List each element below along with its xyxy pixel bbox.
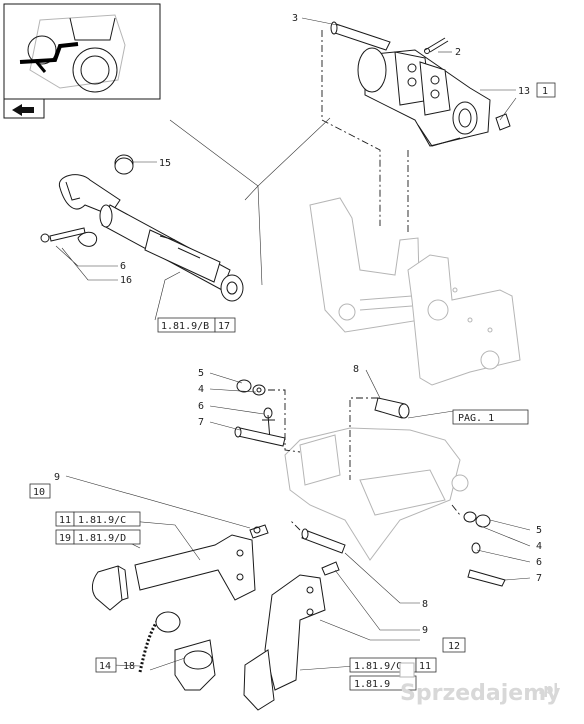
pin-8-lower: [301, 528, 346, 554]
ref-box-2[interactable]: 17: [218, 321, 230, 332]
upper-link-bracket: [357, 47, 491, 147]
callout-6a: 6: [120, 261, 126, 272]
callout-6c: 6: [536, 557, 542, 568]
callout-3: 3: [292, 13, 298, 24]
callout-18: 18: [123, 661, 135, 672]
ref-box-5[interactable]: 1.81.9/C: [354, 661, 402, 672]
callout-19: 19: [59, 533, 71, 544]
ref-box-6[interactable]: 1.81.9: [354, 679, 390, 690]
callout-15: 15: [159, 158, 171, 169]
assembly-line-left: [321, 30, 381, 226]
ref-box-1[interactable]: 1.81.9/B: [161, 321, 209, 332]
callout-16: 16: [120, 275, 132, 286]
lower-hook-left: [91, 534, 256, 611]
callout-2: 2: [455, 47, 461, 58]
bushing-13: [495, 113, 511, 131]
callout-9b: 9: [422, 625, 428, 636]
drawbar-frame: [284, 427, 469, 561]
callout-6b: 6: [198, 401, 204, 412]
watermark: Sprzedajemy .pl: [399, 662, 561, 706]
pin-9-left: [249, 524, 269, 539]
chain-latch-assembly: [138, 611, 216, 691]
callout-12: 12: [448, 641, 460, 652]
callout-9a: 9: [54, 472, 60, 483]
clip-2: [424, 37, 449, 54]
page-arrow-icon[interactable]: [3, 98, 45, 119]
pin-9-right: [321, 561, 340, 576]
clip-16: [77, 231, 98, 247]
callout-1: 1: [542, 86, 548, 97]
callout-8a: 8: [353, 364, 359, 375]
page-ref-box[interactable]: [452, 409, 529, 425]
watermark-text: Sprzedajemy: [400, 681, 561, 706]
lower-hook-right: [243, 574, 326, 711]
callout-5b: 5: [536, 525, 542, 536]
frame-plates: [309, 197, 521, 386]
callout-11b: 11: [419, 661, 431, 672]
callout-4b: 4: [536, 541, 542, 552]
callout-4a: 4: [198, 384, 204, 395]
pin-stack-left: [234, 379, 286, 447]
bushing-15: [114, 154, 134, 175]
callout-11a: 11: [59, 515, 71, 526]
callout-10: 10: [33, 487, 45, 498]
callout-7a: 7: [198, 417, 204, 428]
pin-stack-right: [463, 511, 506, 587]
callout-13: 13: [518, 86, 530, 97]
page-ref-label[interactable]: PAG. 1: [458, 413, 494, 424]
callout-7b: 7: [536, 573, 542, 584]
callout-8b: 8: [422, 599, 428, 610]
callout-14: 14: [99, 661, 111, 672]
locator-thumbnail: [3, 3, 161, 100]
pin-3: [330, 21, 391, 51]
ref-box-4[interactable]: 1.81.9/D: [78, 533, 126, 544]
callout-5a: 5: [198, 368, 204, 379]
watermark-suffix: .pl: [538, 682, 558, 698]
top-link-assembly: [58, 174, 244, 302]
pin-8-upper: [374, 397, 410, 419]
ref-box-3[interactable]: 1.81.9/C: [78, 515, 126, 526]
